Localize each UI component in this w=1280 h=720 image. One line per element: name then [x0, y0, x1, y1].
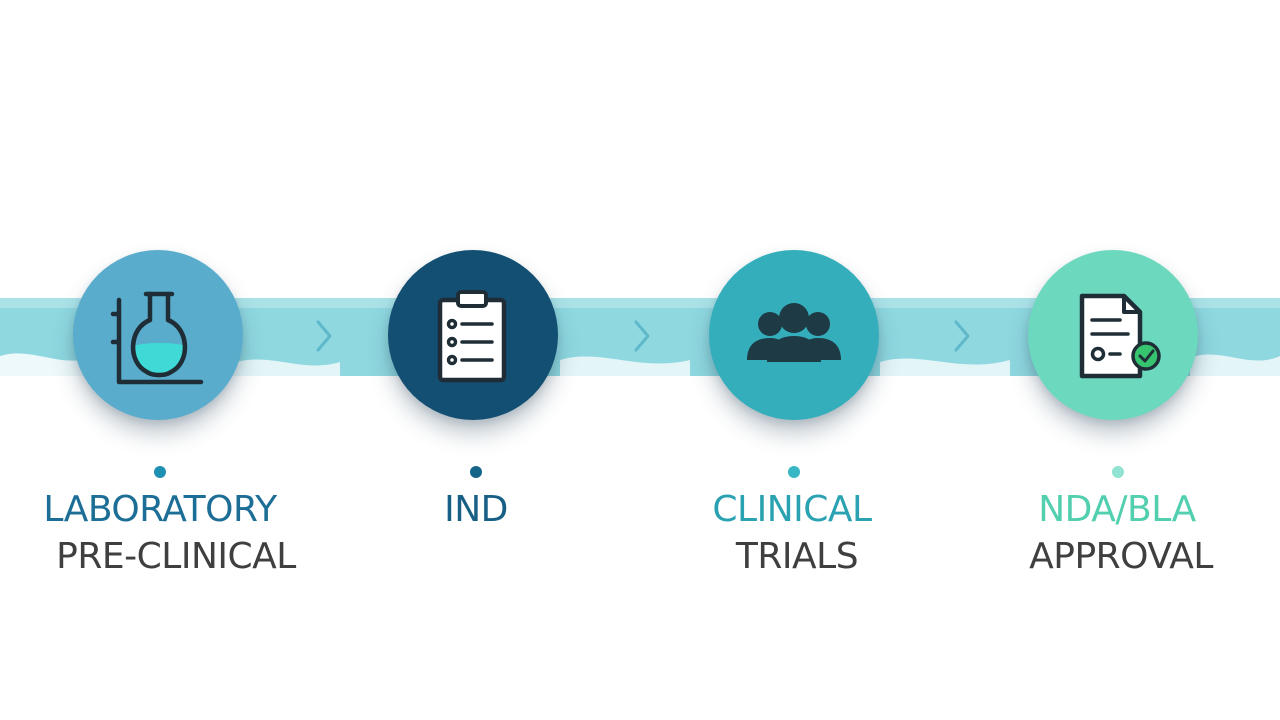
stage-title: NDA/BLA: [1038, 489, 1196, 530]
stage-ind-circle: [388, 250, 558, 420]
stage-subtitle: TRIALS: [735, 536, 859, 577]
chevron-right-icon: [316, 320, 332, 352]
clipboard-checklist-icon: [437, 290, 507, 383]
chevron-arrows: [316, 320, 970, 352]
stage-title: IND: [444, 489, 508, 530]
stage-marker-dot: [154, 466, 166, 478]
chevron-right-icon: [634, 320, 650, 352]
chevron-right-icon: [954, 320, 970, 352]
stage-marker-dot: [1112, 466, 1124, 478]
stage-title: CLINICAL: [712, 489, 872, 530]
stage-marker-dot: [788, 466, 800, 478]
people-group-icon: [747, 303, 841, 362]
stage-subtitle: PRE-CLINICAL: [56, 536, 296, 577]
stage-approval-circle: [1028, 250, 1198, 420]
stage-laboratory-circle: [73, 250, 243, 420]
stage-subtitle: APPROVAL: [1029, 536, 1213, 577]
stage-title: LABORATORY: [43, 489, 277, 530]
lab-flask-icon: [110, 291, 204, 385]
approval-document-icon: [1079, 293, 1161, 379]
stage-marker-dot: [470, 466, 482, 478]
stage-clinical-trials-circle: [709, 250, 879, 420]
